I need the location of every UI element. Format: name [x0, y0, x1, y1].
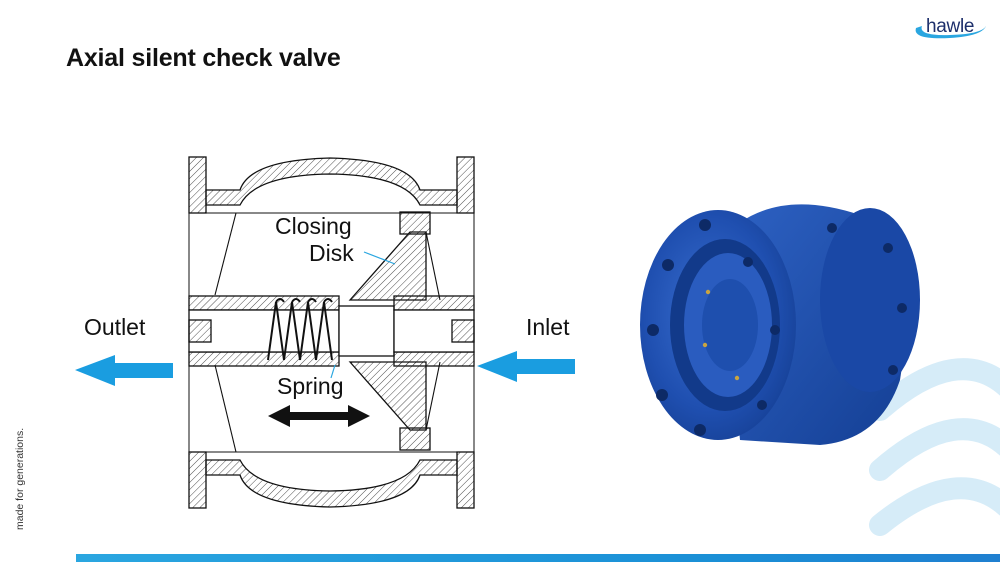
closing-disk-label-line1: Closing	[275, 213, 352, 239]
arrow-right-icon	[477, 351, 575, 382]
spring-label: Spring	[277, 373, 344, 399]
page-title: Axial silent check valve	[66, 44, 341, 72]
double-arrow-icon	[268, 405, 370, 427]
disk-leader-line	[363, 251, 396, 265]
valve-cross-section	[188, 156, 475, 509]
brand-logo: hawle	[912, 14, 988, 44]
valve-product-image	[640, 204, 920, 445]
spring-leader-line	[330, 364, 336, 379]
logo-swoosh-icon	[915, 26, 986, 39]
bottom-accent-bar	[76, 554, 1000, 562]
inlet-label: Inlet	[526, 314, 570, 340]
brand-name: hawle	[926, 16, 975, 37]
arrow-left-icon	[75, 355, 173, 386]
outlet-label: Outlet	[84, 314, 146, 340]
decorative-waves	[869, 358, 1000, 536]
spring-coil	[267, 298, 333, 361]
closing-disk-label-line2: Disk	[309, 240, 354, 266]
